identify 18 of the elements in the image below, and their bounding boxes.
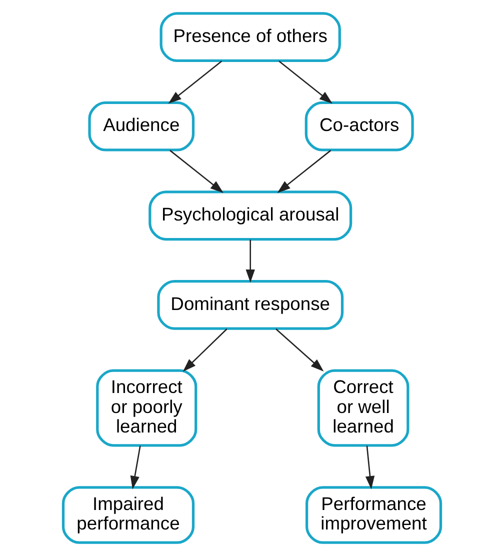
node-box: Performance improvement bbox=[306, 486, 442, 544]
node-box: Incorrect or poorly learned bbox=[96, 369, 198, 447]
arrow bbox=[277, 150, 332, 193]
arrow bbox=[365, 446, 375, 490]
arrow bbox=[276, 328, 324, 372]
node-box: Audience bbox=[88, 101, 195, 152]
arrow bbox=[246, 240, 255, 283]
arrow bbox=[182, 328, 228, 372]
arrow bbox=[130, 446, 141, 490]
node-box: Correct or well learned bbox=[317, 369, 410, 447]
node-box: Presence of others bbox=[160, 12, 341, 62]
node-box: Impaired performance bbox=[62, 486, 195, 544]
node-box: Co-actors bbox=[304, 101, 414, 152]
node-box: Psychological arousal bbox=[148, 190, 352, 241]
node-box: Dominant response bbox=[157, 280, 344, 330]
arrow bbox=[168, 60, 222, 104]
arrow bbox=[278, 60, 332, 104]
arrow bbox=[170, 150, 224, 193]
